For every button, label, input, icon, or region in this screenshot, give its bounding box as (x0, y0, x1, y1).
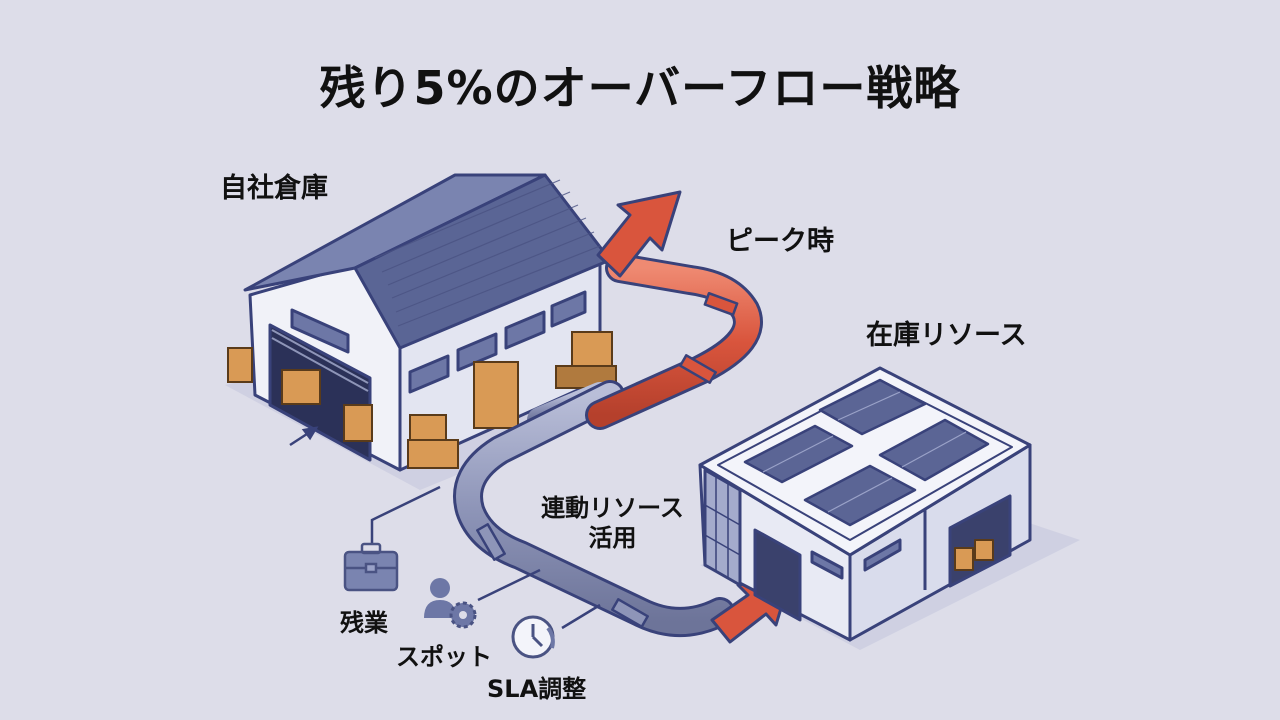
label-own-warehouse: 自社倉庫 (220, 173, 328, 204)
page-title: 残り5%のオーバーフロー戦略 (319, 61, 961, 115)
peak-overflow-pipe (585, 253, 763, 430)
label-peak-time: ピーク時 (726, 226, 834, 257)
label-linked-resource: 連動リソース 活用 (520, 493, 705, 553)
label-sla-adjust: SLA調整 (487, 675, 587, 703)
briefcase-icon (343, 542, 399, 592)
inventory-warehouse-building (698, 366, 1032, 642)
label-overtime: 残業 (340, 609, 388, 637)
clock-refresh-icon (511, 615, 555, 659)
label-inventory-resource: 在庫リソース (866, 320, 1027, 351)
label-linked-resource-line2: 活用 (588, 524, 637, 552)
label-linked-resource-line1: 連動リソース (541, 494, 684, 522)
label-spot: スポット (396, 643, 492, 671)
leader-lines (370, 485, 601, 630)
linked-resource-pipe (453, 380, 735, 637)
peak-arrow-icon (596, 190, 682, 278)
entry-arrow-icon (289, 426, 319, 447)
person-gear-icon (424, 578, 477, 629)
cardboard-boxes (227, 331, 617, 469)
